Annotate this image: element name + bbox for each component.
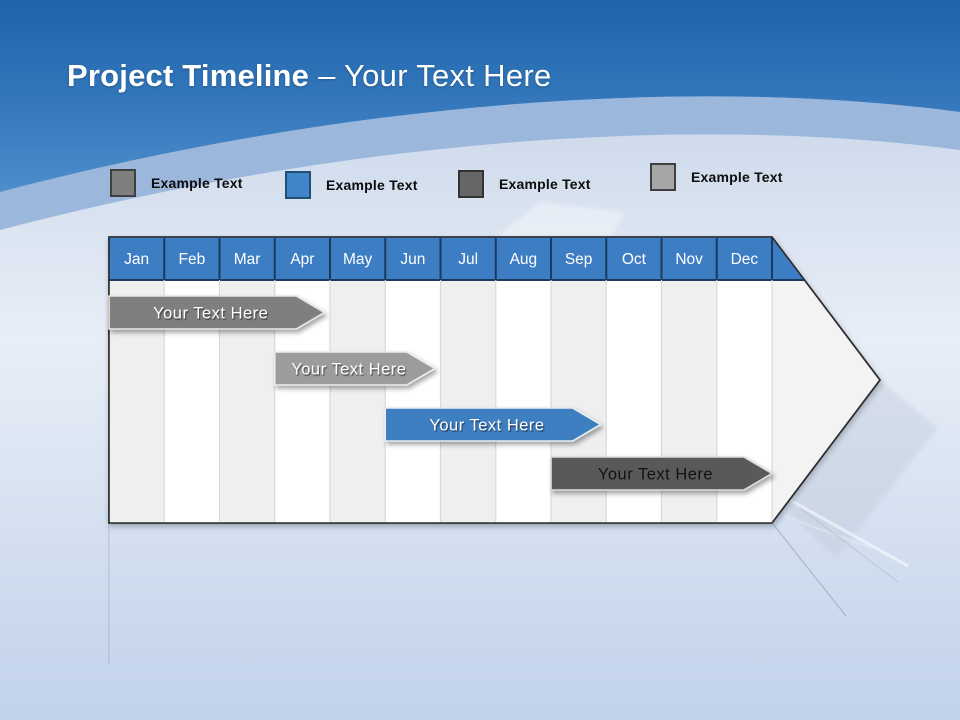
- gantt-bar-label: Your Text Here: [429, 417, 544, 435]
- legend-item: Example Text: [458, 170, 591, 198]
- gantt-bar-label: Your Text Here: [598, 466, 713, 484]
- month-label: Mar: [234, 251, 261, 268]
- background-blue-area: [0, 0, 960, 192]
- gantt-bar-shape: [384, 407, 602, 442]
- gantt-bar-shape: [550, 456, 773, 491]
- gantt-bar: Your Text Here: [273, 351, 436, 386]
- month-column: [440, 237, 496, 523]
- legend-item: Example Text: [650, 163, 783, 191]
- legend-label: Example Text: [326, 177, 418, 193]
- month-column: [164, 237, 220, 523]
- month-label: Feb: [179, 251, 206, 268]
- month-label: Jan: [124, 251, 149, 268]
- month-column: [495, 237, 551, 523]
- legend-label: Example Text: [151, 175, 243, 191]
- gantt-bar-label: Your Text Here: [291, 361, 406, 379]
- month-label: Dec: [731, 251, 759, 268]
- month-label: Nov: [675, 251, 703, 268]
- legend-item: Example Text: [285, 171, 418, 199]
- gantt-bar-label: Your Text Here: [153, 305, 268, 323]
- title-secondary: – Your Text Here: [318, 58, 552, 93]
- background-artifacts: [108, 202, 938, 664]
- gantt-bar-shape: [273, 351, 436, 386]
- month-label: Jul: [458, 251, 478, 268]
- background-curve-band: [0, 96, 960, 231]
- month-label: Oct: [622, 251, 647, 268]
- month-column: [109, 237, 165, 523]
- legend-swatch: [110, 169, 136, 197]
- timeline-arrow-outline: [108, 236, 882, 524]
- month-label: Sep: [565, 251, 593, 268]
- month-header-band: [109, 237, 805, 280]
- month-label: Jun: [400, 251, 425, 268]
- month-label: Apr: [290, 251, 314, 268]
- legend-swatch: [650, 163, 676, 191]
- month-column: [219, 237, 275, 523]
- legend-label: Example Text: [691, 169, 783, 185]
- legend-swatch: [285, 171, 311, 199]
- legend-label: Example Text: [499, 176, 591, 192]
- gantt-bar: Your Text Here: [384, 407, 602, 442]
- legend-swatch: [458, 170, 484, 198]
- gantt-bar: Your Text Here: [550, 456, 773, 491]
- month-label: May: [343, 251, 373, 268]
- month-label: Aug: [510, 251, 538, 268]
- legend-item: Example Text: [110, 169, 243, 197]
- gantt-bar: Your Text Here: [108, 295, 326, 330]
- title-emphasis: Project Timeline: [67, 58, 310, 93]
- gantt-bar-shape: [108, 295, 326, 330]
- slide-title: Project Timeline– Your Text Here: [67, 58, 552, 94]
